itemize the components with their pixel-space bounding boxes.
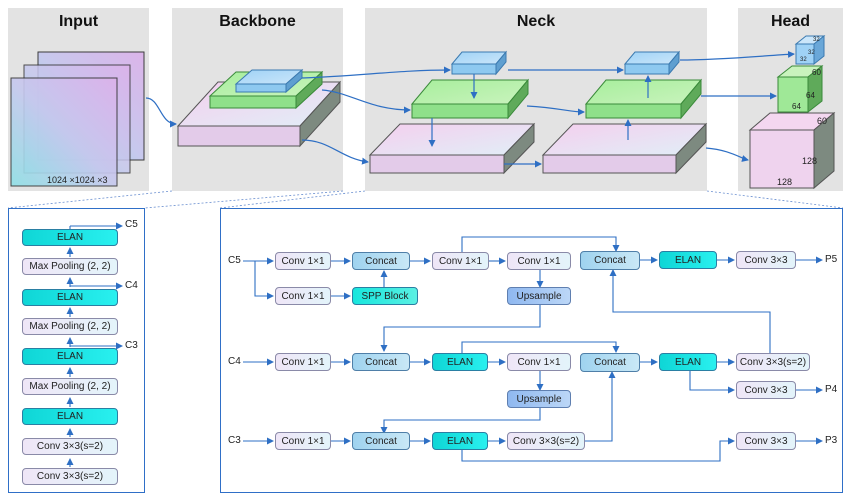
c4-conv1x1-b: Conv 1×1	[507, 353, 571, 371]
head-medium-dim-2: 64	[806, 91, 815, 100]
c5-conv1x1-d: Conv 1×1	[507, 252, 571, 270]
bb-elan-c4: ELAN	[22, 289, 118, 306]
neck-left-blue	[450, 50, 508, 76]
neck-output-p3: P3	[825, 435, 838, 446]
c3-concat: Concat	[352, 432, 410, 450]
head-small-dim-1: 32	[813, 37, 820, 43]
neck-input-c5: C5	[228, 255, 241, 266]
head-large-dim-2: 128	[802, 156, 818, 166]
c5-upsample: Upsample	[507, 287, 571, 305]
c4-upsample: Upsample	[507, 390, 571, 408]
c5-spp-block: SPP Block	[352, 287, 418, 305]
c4-conv3x3-s2: Conv 3×3(s=2)	[736, 353, 810, 371]
input-size-label: 1024 ×1024 ×3	[47, 175, 108, 185]
head-large-cube	[748, 111, 836, 190]
c5-conv1x1-c: Conv 1×1	[432, 252, 489, 270]
head-medium-dim-1: 60	[812, 68, 821, 77]
c4-concat2: Concat	[580, 353, 640, 372]
input-title: Input	[58, 13, 99, 30]
head-medium-cube	[776, 64, 824, 114]
neck-title: Neck	[516, 13, 556, 30]
c4-conv1x1-a: Conv 1×1	[275, 353, 331, 371]
neck-input-c4: C4	[228, 356, 241, 367]
c5-conv1x1-a: Conv 1×1	[275, 252, 331, 270]
head-title: Head	[770, 13, 811, 30]
bb-maxpool-3: Max Pooling (2, 2)	[22, 258, 118, 275]
c3-elan: ELAN	[432, 432, 488, 450]
c3-conv3x3-s2: Conv 3×3(s=2)	[507, 432, 585, 450]
bb-elan-c5: ELAN	[22, 229, 118, 246]
head-large-dim-1: 60	[817, 116, 828, 126]
bb-conv-s2-2: Conv 3×3(s=2)	[22, 438, 118, 455]
bb-maxpool-2: Max Pooling (2, 2)	[22, 318, 118, 335]
input-image-stack	[10, 51, 145, 187]
neck-right-green	[584, 78, 703, 120]
head-small-dim-3: 32	[800, 57, 807, 63]
c5-conv3x3-out: Conv 3×3	[736, 251, 796, 269]
c4-elan: ELAN	[432, 353, 488, 371]
bb-output-c4: C4	[125, 280, 138, 291]
bb-elan-c3: ELAN	[22, 348, 118, 365]
bb-output-c5: C5	[125, 219, 138, 230]
head-medium-dim-3: 64	[792, 102, 801, 111]
backbone-title: Backbone	[219, 13, 296, 30]
c5-conv1x1-b: Conv 1×1	[275, 287, 331, 305]
neck-right-slab	[541, 122, 708, 175]
neck-output-p4: P4	[825, 384, 838, 395]
head-small-dim-2: 32	[808, 50, 815, 56]
neck-left-green	[410, 78, 530, 120]
neck-right-blue	[623, 50, 681, 76]
bb-output-c3: C3	[125, 340, 138, 351]
neck-input-c3: C3	[228, 435, 241, 446]
bb-maxpool-1: Max Pooling (2, 2)	[22, 378, 118, 395]
head-large-dim-3: 128	[777, 177, 793, 187]
neck-left-slab	[368, 122, 536, 175]
backbone-blue-block	[234, 68, 304, 94]
overview-arrows	[145, 50, 795, 168]
head-small-cube	[794, 34, 826, 66]
c5-concat2: Concat	[580, 251, 640, 270]
c4-conv3x3-out: Conv 3×3	[736, 381, 796, 399]
c5-elan: ELAN	[659, 251, 717, 269]
detail-connectors	[7, 190, 844, 209]
c3-conv1x1-a: Conv 1×1	[275, 432, 331, 450]
c5-concat: Concat	[352, 252, 410, 270]
c3-conv3x3-out: Conv 3×3	[736, 432, 796, 450]
neck-output-p5: P5	[825, 254, 838, 265]
c4-elan2: ELAN	[659, 353, 717, 371]
bb-conv-s2-1: Conv 3×3(s=2)	[22, 468, 118, 485]
bb-elan-first: ELAN	[22, 408, 118, 425]
c4-concat: Concat	[352, 353, 410, 371]
